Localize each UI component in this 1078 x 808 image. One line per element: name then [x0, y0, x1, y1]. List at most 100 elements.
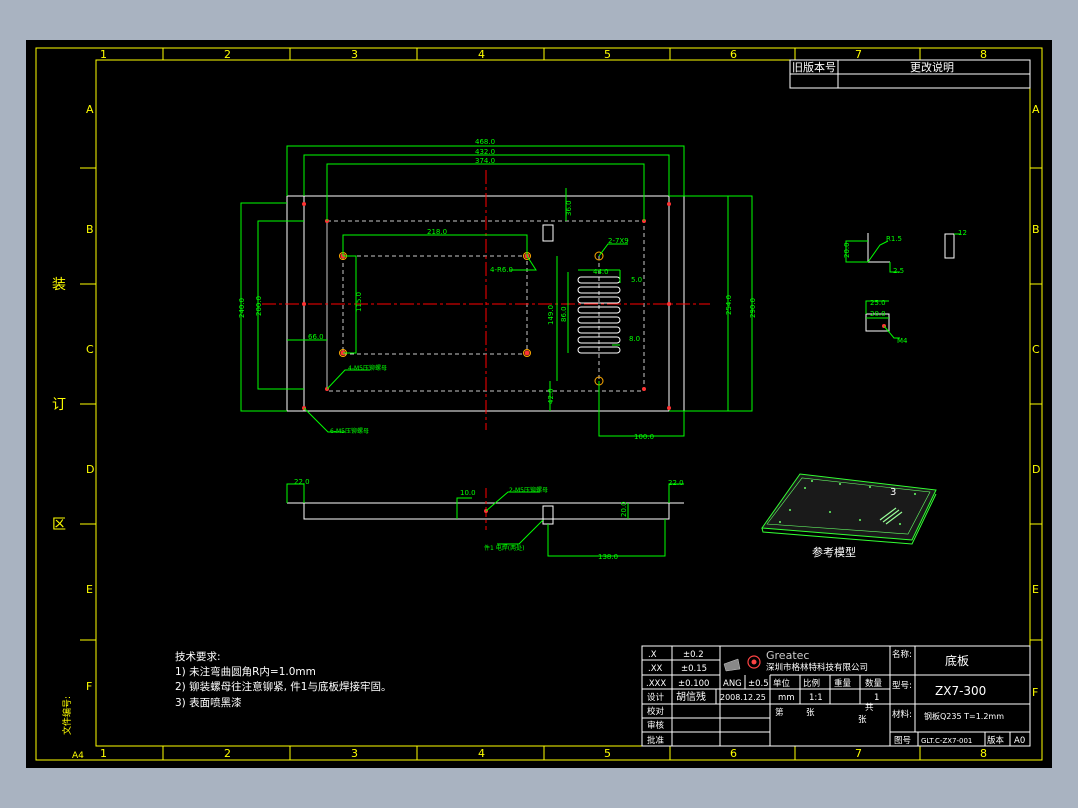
col-label: 4	[478, 48, 485, 61]
col-label: 3	[351, 747, 358, 760]
title-block: .X ±0.2 .XX ±0.15 .XXX ±0.100 ANG ±0.5 设…	[641, 645, 1031, 747]
ang-value: ±0.5	[748, 679, 769, 689]
binding-zone: 装 订 区 文件编号:	[52, 277, 73, 735]
dim-label: 468.0	[475, 138, 495, 146]
tech-title: 技术要求:	[175, 650, 221, 663]
dim-label: 10.0	[460, 489, 476, 497]
border-row-labels: A B C D E F A B C D E F	[86, 103, 1040, 699]
col-label: 1	[100, 747, 107, 760]
tech-item: 2) 铆装螺母往注意铆紧, 件1与底板焊接牢固。	[175, 680, 391, 693]
dim-label: 290.0	[749, 298, 757, 318]
scale-label: 比例	[803, 678, 820, 689]
tol-value: ±0.100	[678, 679, 709, 689]
tol-label: .XXX	[646, 679, 666, 689]
designer: 胡信残	[676, 690, 706, 703]
dim-label: 25.0	[870, 299, 886, 307]
binding-char: 区	[52, 517, 66, 533]
unit-label: 单位	[773, 678, 791, 689]
sheet-size: A4	[72, 751, 84, 761]
row-label: D	[1032, 463, 1040, 476]
col-label: 1	[100, 48, 107, 61]
dim-label: 20.0	[870, 310, 886, 318]
dim-label: 44.0	[593, 268, 609, 276]
row-label: C	[86, 343, 94, 356]
dim-label: 22.0	[668, 479, 684, 487]
slot-rect	[542, 224, 554, 242]
detail-views: 20.0 R1.5 2.5 12 25.0 20.0 M4	[843, 229, 967, 345]
dim-label: 100.0	[634, 433, 654, 441]
col-label: 6	[730, 48, 737, 61]
row-label: B	[1032, 223, 1040, 236]
dim-label: 5.0	[631, 276, 642, 284]
top-view-dimensions	[240, 145, 753, 437]
dim-label: 240.0	[238, 298, 246, 318]
model: ZX7-300	[935, 684, 986, 698]
dim-label: 200.0	[255, 296, 263, 316]
hole-markers	[302, 202, 671, 410]
company-logo-text: Greatec	[766, 649, 809, 662]
callout: 2-7X9	[608, 237, 629, 245]
approve-label: 批准	[647, 735, 665, 746]
binding-char: 订	[52, 397, 66, 413]
dim-label: 2.5	[893, 267, 904, 275]
dim-label: 86.0	[560, 306, 568, 322]
dim-label: 254.0	[725, 295, 733, 315]
col-label: 7	[855, 48, 862, 61]
revision-block	[789, 59, 1031, 89]
tech-item: 3) 表面喷黑漆	[175, 696, 242, 709]
tol-value: ±0.15	[681, 664, 707, 674]
row-label: F	[1032, 686, 1038, 699]
callout: 件1 电焊(两处)	[484, 544, 524, 552]
file-no-label: 文件编号:	[61, 696, 73, 735]
sheet-text: 第	[775, 707, 784, 718]
drawing-paper	[26, 40, 1052, 768]
front-view: 22.0 22.0 10.0 20.0 138.0 2-M5压铆螺母 件1 电焊…	[286, 478, 684, 561]
col-label: 6	[730, 747, 737, 760]
revision-change-label: 更改说明	[910, 60, 954, 74]
col-label: 3	[351, 48, 358, 61]
row-label: F	[86, 680, 92, 693]
tech-item: 1) 未注弯曲圆角R内=1.0mm	[175, 665, 316, 678]
unit: mm	[778, 693, 795, 703]
dim-label: 12	[958, 229, 967, 237]
col-label: 2	[224, 48, 231, 61]
material-label: 材料:	[892, 709, 912, 720]
weight-label: 重量	[834, 678, 852, 689]
border-top-labels: 1 2 3 4 5 6 7 8	[100, 48, 987, 61]
svg-text:3: 3	[890, 487, 896, 498]
check-label: 校对	[647, 706, 665, 717]
callout: 4-M5压铆螺母	[348, 364, 387, 372]
front-view-dim-labels: 22.0 22.0 10.0 20.0 138.0 2-M5压铆螺母 件1 电焊…	[294, 478, 684, 561]
reference-label: 参考模型	[812, 545, 856, 559]
top-view-dim-labels: 468.0 432.0 374.0 218.0 36.0 240.0 200.0…	[238, 138, 757, 441]
tol-value: ±0.2	[683, 650, 704, 660]
dim-label: 149.0	[547, 305, 555, 325]
dim-label: 42.0	[547, 388, 555, 404]
tol-label: .XX	[648, 664, 663, 674]
revision-version-label: 旧版本号	[792, 60, 836, 74]
logo-mark-icon	[747, 655, 761, 669]
ang-label: ANG	[723, 679, 742, 689]
vent-slots	[577, 276, 621, 354]
row-label: E	[1032, 583, 1039, 596]
scale: 1:1	[809, 693, 823, 703]
company-name: 深圳市格林特科技有限公司	[766, 662, 868, 673]
row-label: A	[86, 103, 94, 116]
col-label: 5	[604, 48, 611, 61]
dim-label: 20.0	[843, 242, 851, 258]
col-label: 8	[980, 747, 987, 760]
drawing-no: GLT.C-ZX7-001	[921, 737, 972, 745]
date: 2008.12.25	[720, 693, 766, 702]
part-name: 底板	[945, 653, 969, 668]
version-label: 版本	[987, 735, 1005, 746]
qty: 1	[874, 693, 879, 703]
dim-label: M4	[897, 337, 908, 345]
col-label: 5	[604, 747, 611, 760]
qty-label: 数量	[865, 678, 883, 689]
sheet-text: 共	[865, 703, 874, 713]
callout: 2-M5压铆螺母	[509, 486, 548, 494]
dim-label: 8.0	[629, 335, 640, 343]
dim-label: 432.0	[475, 148, 495, 156]
dim-label: 115.0	[355, 292, 363, 312]
